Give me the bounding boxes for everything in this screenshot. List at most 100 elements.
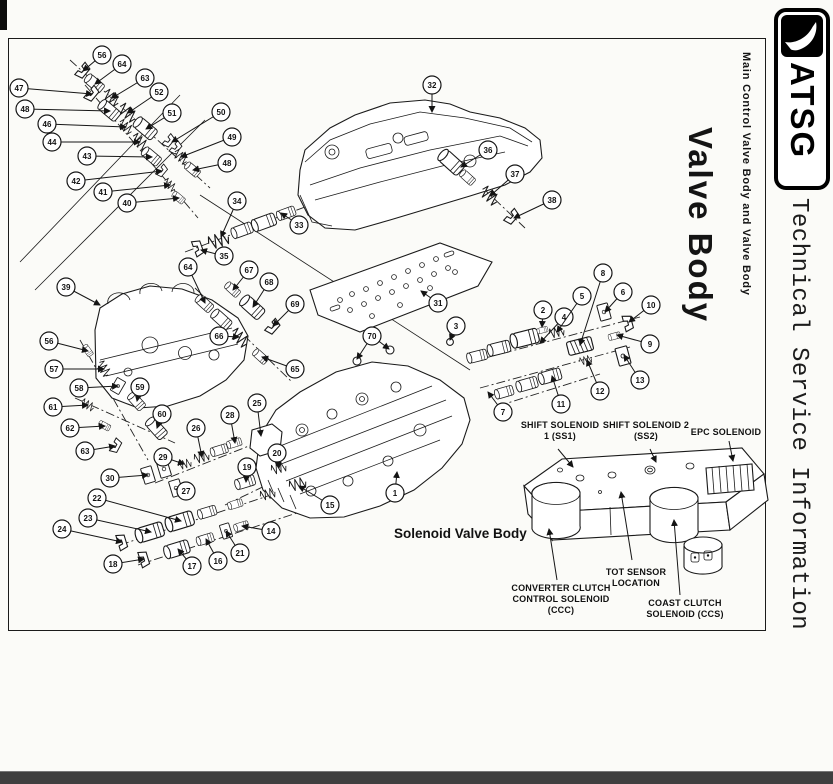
callout-61: 61 [43, 397, 89, 417]
svg-text:33: 33 [295, 221, 304, 230]
svg-text:63: 63 [141, 74, 150, 83]
callout-30: 30 [100, 468, 149, 488]
svg-text:65: 65 [291, 365, 300, 374]
callout-1: 1 [385, 471, 405, 503]
svg-text:16: 16 [214, 557, 223, 566]
svg-text:62: 62 [66, 424, 75, 433]
svg-text:5: 5 [580, 292, 585, 301]
svg-text:23: 23 [84, 514, 93, 523]
svg-text:26: 26 [192, 424, 201, 433]
svg-text:13: 13 [636, 376, 645, 385]
callout-63: 63 [111, 68, 155, 99]
diagram-frame [8, 38, 766, 631]
callout-33: 33 [280, 212, 309, 235]
callout-27: 27 [175, 481, 196, 501]
callout-62: 62 [60, 418, 106, 438]
callout-24: 24 [52, 519, 123, 545]
sidebar-title: Technical Service Information [785, 198, 812, 631]
svg-text:68: 68 [265, 278, 274, 287]
svg-text:10: 10 [647, 301, 656, 310]
svg-text:27: 27 [182, 487, 191, 496]
callout-66: 66 [209, 326, 240, 346]
svg-text:19: 19 [243, 463, 252, 472]
svg-text:36: 36 [484, 146, 493, 155]
callout-64: 64 [94, 54, 132, 85]
callout-28: 28 [220, 405, 240, 444]
svg-text:58: 58 [75, 384, 84, 393]
callout-17: 17 [177, 548, 202, 576]
callout-60: 60 [152, 404, 172, 429]
svg-text:38: 38 [548, 196, 557, 205]
svg-text:49: 49 [228, 133, 237, 142]
callout-69: 69 [272, 294, 305, 327]
callout-12: 12 [586, 359, 610, 401]
callout-34: 34 [220, 191, 247, 238]
svg-text:12: 12 [596, 387, 605, 396]
callout-42: 42 [66, 168, 163, 191]
svg-text:59: 59 [136, 383, 145, 392]
svg-text:60: 60 [158, 410, 167, 419]
svg-text:SHIFT SOLENOID 2(SS2): SHIFT SOLENOID 2(SS2) [603, 420, 689, 441]
svg-text:8: 8 [601, 269, 606, 278]
callout-59: 59 [130, 377, 150, 402]
callout-40: 40 [117, 193, 180, 213]
svg-text:70: 70 [368, 332, 377, 341]
svg-text:32: 32 [428, 81, 437, 90]
callout-31: 31 [420, 290, 448, 313]
callout-47: 47 [9, 78, 93, 98]
callout-11: 11 [550, 375, 571, 414]
svg-text:57: 57 [50, 365, 59, 374]
callout-4: 4 [539, 307, 574, 344]
svg-text:50: 50 [217, 108, 226, 117]
svg-text:35: 35 [220, 252, 229, 261]
separator-plate [309, 242, 493, 333]
svg-text:46: 46 [43, 120, 52, 129]
callout-67: 67 [232, 260, 259, 291]
svg-text:69: 69 [291, 300, 300, 309]
svg-text:15: 15 [326, 501, 335, 510]
svg-text:48: 48 [223, 159, 232, 168]
callout-49: 49 [180, 127, 242, 159]
callout-52: 52 [127, 82, 169, 114]
callout-9: 9 [616, 333, 660, 354]
callout-36: 36 [460, 140, 498, 168]
svg-text:66: 66 [215, 332, 224, 341]
svg-text:47: 47 [15, 84, 24, 93]
svg-text:21: 21 [236, 549, 245, 558]
callout-21: 21 [225, 530, 250, 563]
callout-22: 22 [87, 488, 182, 523]
svg-text:56: 56 [45, 337, 54, 346]
svg-text:51: 51 [168, 109, 177, 118]
callout-7: 7 [487, 391, 513, 422]
svg-text:34: 34 [233, 197, 242, 206]
svg-text:61: 61 [49, 403, 58, 412]
valve-train-right [465, 302, 635, 401]
left-casting [94, 282, 249, 409]
scan-bottom-edge [0, 771, 833, 784]
callout-48: 48 [192, 153, 237, 173]
svg-text:1: 1 [393, 489, 398, 498]
svg-text:43: 43 [83, 152, 92, 161]
callout-56: 56 [82, 45, 112, 72]
svg-text:20: 20 [273, 449, 282, 458]
callout-56: 56 [39, 331, 89, 353]
callout-10: 10 [628, 295, 661, 323]
callout-26: 26 [186, 418, 206, 458]
callout-44: 44 [42, 132, 141, 152]
svg-text:3: 3 [454, 322, 459, 331]
svg-text:56: 56 [98, 51, 107, 60]
svg-text:64: 64 [118, 60, 127, 69]
svg-text:EPC SOLENOID: EPC SOLENOID [691, 427, 762, 437]
callout-51: 51 [145, 103, 182, 130]
callout-58: 58 [69, 378, 119, 398]
svg-text:24: 24 [58, 525, 67, 534]
callout-35: 35 [200, 246, 234, 266]
svg-text:52: 52 [155, 88, 164, 97]
svg-text:4: 4 [562, 313, 567, 322]
svg-text:6: 6 [621, 288, 626, 297]
svg-text:9: 9 [648, 340, 653, 349]
